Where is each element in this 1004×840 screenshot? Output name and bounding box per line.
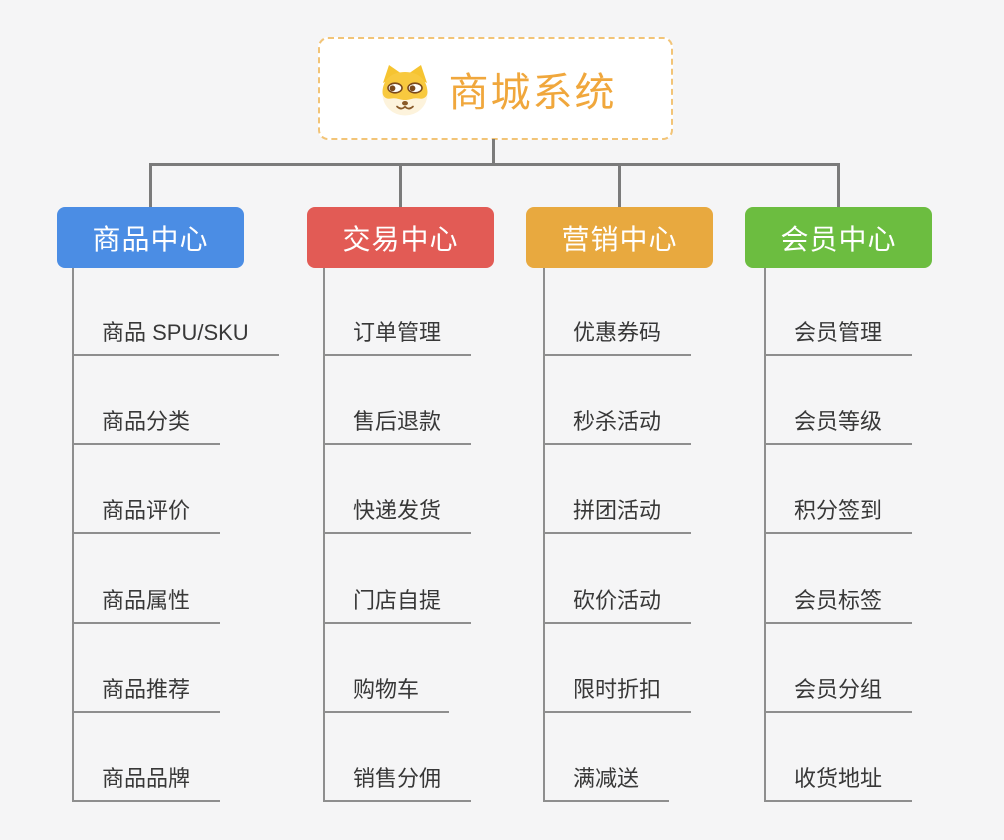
branch-node-product-center[interactable]: 商品中心	[57, 207, 244, 268]
connector-drop-branch-2	[399, 163, 402, 208]
branch-node-marketing-center[interactable]: 营销中心	[526, 207, 713, 268]
leaf-node[interactable]: 限时折扣	[543, 675, 692, 713]
connector-drop-branch-4	[837, 163, 840, 208]
leaf-node[interactable]: 订单管理	[323, 318, 472, 356]
leaf-node[interactable]: 门店自提	[323, 586, 472, 624]
shiba-dog-icon	[382, 64, 427, 115]
connector-children-line-3	[543, 268, 545, 802]
leaf-node[interactable]: 收货地址	[764, 764, 913, 802]
leaf-node[interactable]: 会员等级	[764, 407, 913, 445]
leaf-node[interactable]: 商品属性	[72, 586, 221, 624]
leaf-node[interactable]: 砍价活动	[543, 586, 692, 624]
leaf-node[interactable]: 商品评价	[72, 496, 221, 534]
leaf-node[interactable]: 商品分类	[72, 407, 221, 445]
leaf-node[interactable]: 售后退款	[323, 407, 472, 445]
leaf-node[interactable]: 拼团活动	[543, 496, 692, 534]
root-title: 商城系统	[448, 70, 617, 115]
connector-root-stub	[492, 139, 495, 164]
leaf-node[interactable]: 优惠券码	[543, 318, 692, 356]
branch-node-member-center[interactable]: 会员中心	[745, 207, 932, 268]
connector-drop-branch-3	[618, 163, 621, 208]
leaf-node[interactable]: 商品 SPU/SKU	[72, 318, 279, 356]
leaf-node[interactable]: 会员标签	[764, 586, 913, 624]
connector-children-line-4	[764, 268, 766, 802]
leaf-node[interactable]: 快递发货	[323, 496, 472, 534]
leaf-node[interactable]: 秒杀活动	[543, 407, 692, 445]
connector-horizontal	[149, 163, 840, 166]
leaf-node[interactable]: 商品品牌	[72, 764, 221, 802]
leaf-node[interactable]: 会员管理	[764, 318, 913, 356]
leaf-node[interactable]: 销售分佣	[323, 764, 472, 802]
branch-node-trade-center[interactable]: 交易中心	[307, 207, 494, 268]
root-node[interactable]: 商城系统	[318, 37, 673, 140]
leaf-node[interactable]: 购物车	[323, 675, 450, 713]
connector-drop-branch-1	[149, 163, 152, 208]
leaf-node[interactable]: 满减送	[543, 764, 670, 802]
connector-children-line-1	[72, 268, 74, 802]
leaf-node[interactable]: 积分签到	[764, 496, 913, 534]
leaf-node[interactable]: 商品推荐	[72, 675, 221, 713]
connector-children-line-2	[323, 268, 325, 802]
leaf-node[interactable]: 会员分组	[764, 675, 913, 713]
